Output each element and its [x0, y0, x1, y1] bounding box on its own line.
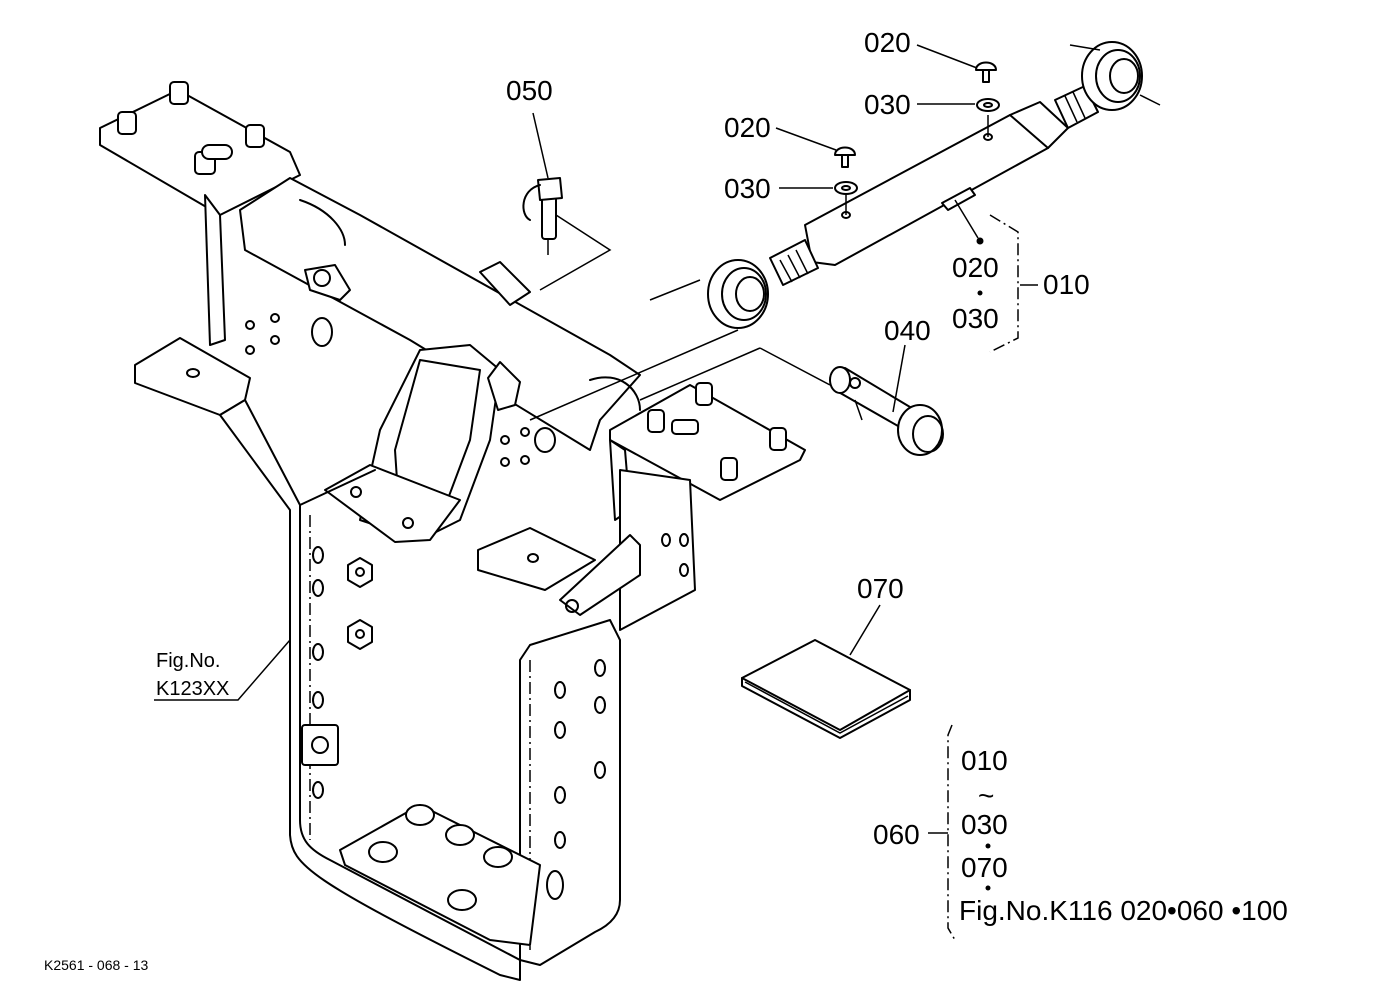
weld-nut — [301, 557, 373, 766]
callout-020-top: 020 — [864, 27, 911, 58]
grease-nipple-and-washer — [834, 61, 1000, 195]
rail-holes — [312, 546, 606, 900]
callout-040: 040 — [884, 315, 931, 346]
callout-010: 010 — [1043, 269, 1090, 300]
callout-060: 060 — [873, 819, 920, 850]
fig-ref-line2: K123XX — [156, 678, 229, 700]
callout-kit-020: 020 — [952, 252, 999, 283]
fig-ref-line1: Fig.No. — [156, 650, 220, 672]
assembly-tilde: ~ — [978, 780, 994, 811]
assembly-fig-ref: Fig.No.K116 020•060 •100 — [959, 895, 1288, 926]
callout-020-mid: 020 — [724, 112, 771, 143]
assembly-060-group: 060 010 ~ 030 070 Fig.No.K116 020•060 •1… — [873, 745, 1288, 926]
instruction-manual — [741, 639, 911, 739]
leader-lines — [154, 44, 1038, 941]
lynch-pin — [522, 177, 612, 291]
stud-bolt — [647, 382, 787, 481]
callout-kit-030: 030 — [952, 303, 999, 334]
top-link-assembly — [529, 41, 1161, 421]
top-link-pin — [639, 347, 944, 456]
assembly-item-030: 030 — [961, 809, 1008, 840]
separator-dot — [985, 843, 991, 849]
ball-joint-end — [707, 41, 1143, 329]
assembly-item-010: 010 — [961, 745, 1008, 776]
callout-050: 050 — [506, 75, 553, 106]
callout-030-top: 030 — [864, 89, 911, 120]
assembly-item-070: 070 — [961, 852, 1008, 883]
callout-070: 070 — [857, 573, 904, 604]
drawing-id: K2561 - 068 - 13 — [44, 957, 149, 973]
callout-030-mid: 030 — [724, 173, 771, 204]
separator-dot — [985, 885, 991, 891]
separator-dot — [977, 290, 983, 296]
front-frame-bracket — [99, 81, 806, 981]
bottom-bolt-heads — [368, 804, 513, 911]
